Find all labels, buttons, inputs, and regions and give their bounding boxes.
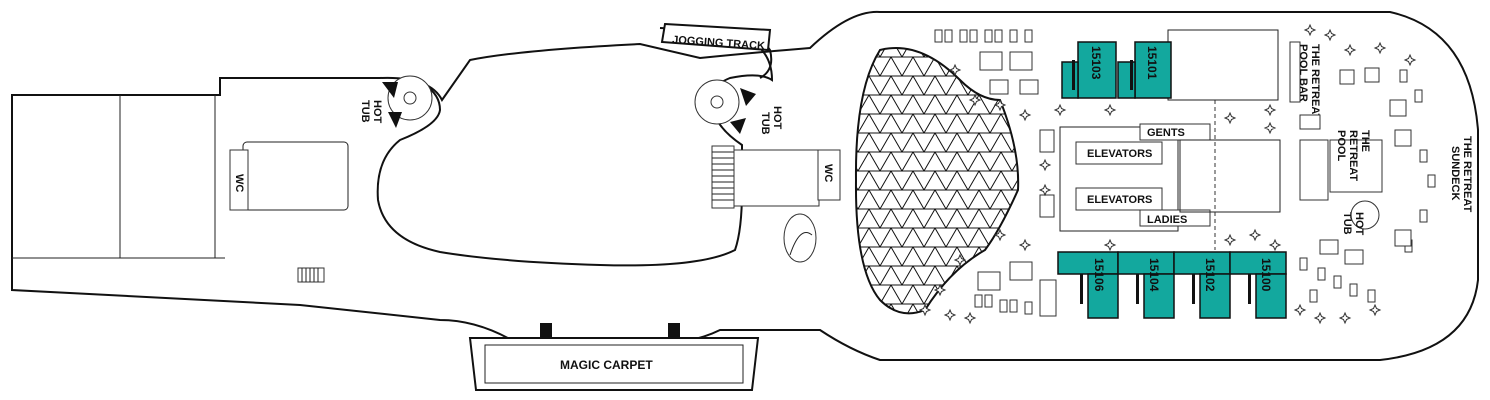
- hot-tub-mid-label-1: HOT: [771, 106, 783, 130]
- cabin-15104-label: 15104: [1147, 258, 1161, 292]
- elevators-top-label: ELEVATORS: [1087, 148, 1152, 160]
- hot-tub-left: [382, 75, 433, 128]
- elevators-bottom-label: ELEVATORS: [1087, 194, 1152, 206]
- elevators-bottom-box: [1075, 187, 1163, 211]
- hot-tub-left-label-2: TUB: [359, 100, 371, 123]
- cabin-15104[interactable]: [1117, 251, 1175, 319]
- wc-left-room: [229, 149, 249, 211]
- spiral-stair-detail: [789, 232, 813, 256]
- retreat-pool-bar-label-2: POOL BAR: [1297, 44, 1309, 102]
- cabin-15101-label: 15101: [1145, 46, 1159, 80]
- retreat-sundeck-label-2: SUNDECK: [1449, 146, 1461, 200]
- pool-bar-counter: [1289, 41, 1301, 103]
- wc-right-label: WC: [822, 164, 834, 182]
- retreat-hot-tub: [1350, 200, 1380, 230]
- retreat-pool-bar-area: [1167, 29, 1279, 101]
- cabin-15103[interactable]: [1061, 41, 1117, 99]
- elevator-core: [1059, 126, 1179, 232]
- mid-structure: [733, 149, 820, 207]
- cabin-15106-label: 15106: [1092, 258, 1106, 292]
- hot-tub-right-label-2: TUB: [1341, 212, 1353, 235]
- stair-left-steps: [301, 268, 319, 282]
- retreat-pool-box: [1329, 139, 1383, 193]
- gents-label: GENTS: [1147, 127, 1185, 139]
- magic-carpet-label: MAGIC CARPET: [560, 358, 653, 372]
- ladies-box: [1139, 209, 1211, 227]
- cabin-15100-label: 15100: [1259, 258, 1273, 292]
- atrium-lattice: [854, 47, 1020, 315]
- corridor-core: [1179, 139, 1281, 213]
- magic-carpet-post-left: [540, 323, 552, 337]
- jogging-loop: [376, 47, 774, 267]
- retreat-pool-bar-label-1: THE RETREAT: [1309, 44, 1321, 120]
- hot-tub-right-label-1: HOT: [1353, 212, 1365, 236]
- cabin-15101[interactable]: [1117, 41, 1172, 99]
- aft-structure: [242, 141, 349, 211]
- deck-furniture: [934, 29, 1436, 317]
- magic-carpet-inner: [484, 344, 744, 384]
- gents-box: [1139, 123, 1211, 141]
- retreat-pool-label-1: THE: [1359, 130, 1371, 152]
- cabin-walls: [1072, 60, 1251, 304]
- wc-right-room: [817, 149, 841, 201]
- stair-mid: [711, 145, 735, 209]
- cabin-15100[interactable]: [1229, 251, 1287, 319]
- retreat-pool-label-3: POOL: [1335, 130, 1347, 161]
- cabin-15106[interactable]: [1057, 251, 1119, 319]
- ladies-label: LADIES: [1147, 214, 1187, 226]
- stair-mid-steps: [712, 151, 734, 201]
- magic-carpet-platform[interactable]: [468, 337, 760, 391]
- wc-left-label: WC: [233, 174, 245, 192]
- jogging-track-banner: [660, 22, 772, 52]
- cabin-15103-label: 15103: [1089, 46, 1103, 80]
- hot-tub-mid-label-2: TUB: [759, 112, 771, 135]
- retreat-pool-label-2: RETREAT: [1347, 130, 1359, 181]
- retreat-stair: [1299, 139, 1329, 201]
- magic-carpet-post-right: [668, 323, 680, 337]
- retreat-sundeck-label-1: THE RETREAT: [1461, 136, 1473, 212]
- hot-tub-left-label-1: HOT: [371, 100, 383, 124]
- elevators-top-box: [1075, 141, 1163, 165]
- cabin-15102-label: 15102: [1203, 258, 1217, 292]
- hot-tub-mid: [694, 79, 756, 134]
- cabin-15102[interactable]: [1173, 251, 1231, 319]
- spiral-stair: [783, 213, 817, 263]
